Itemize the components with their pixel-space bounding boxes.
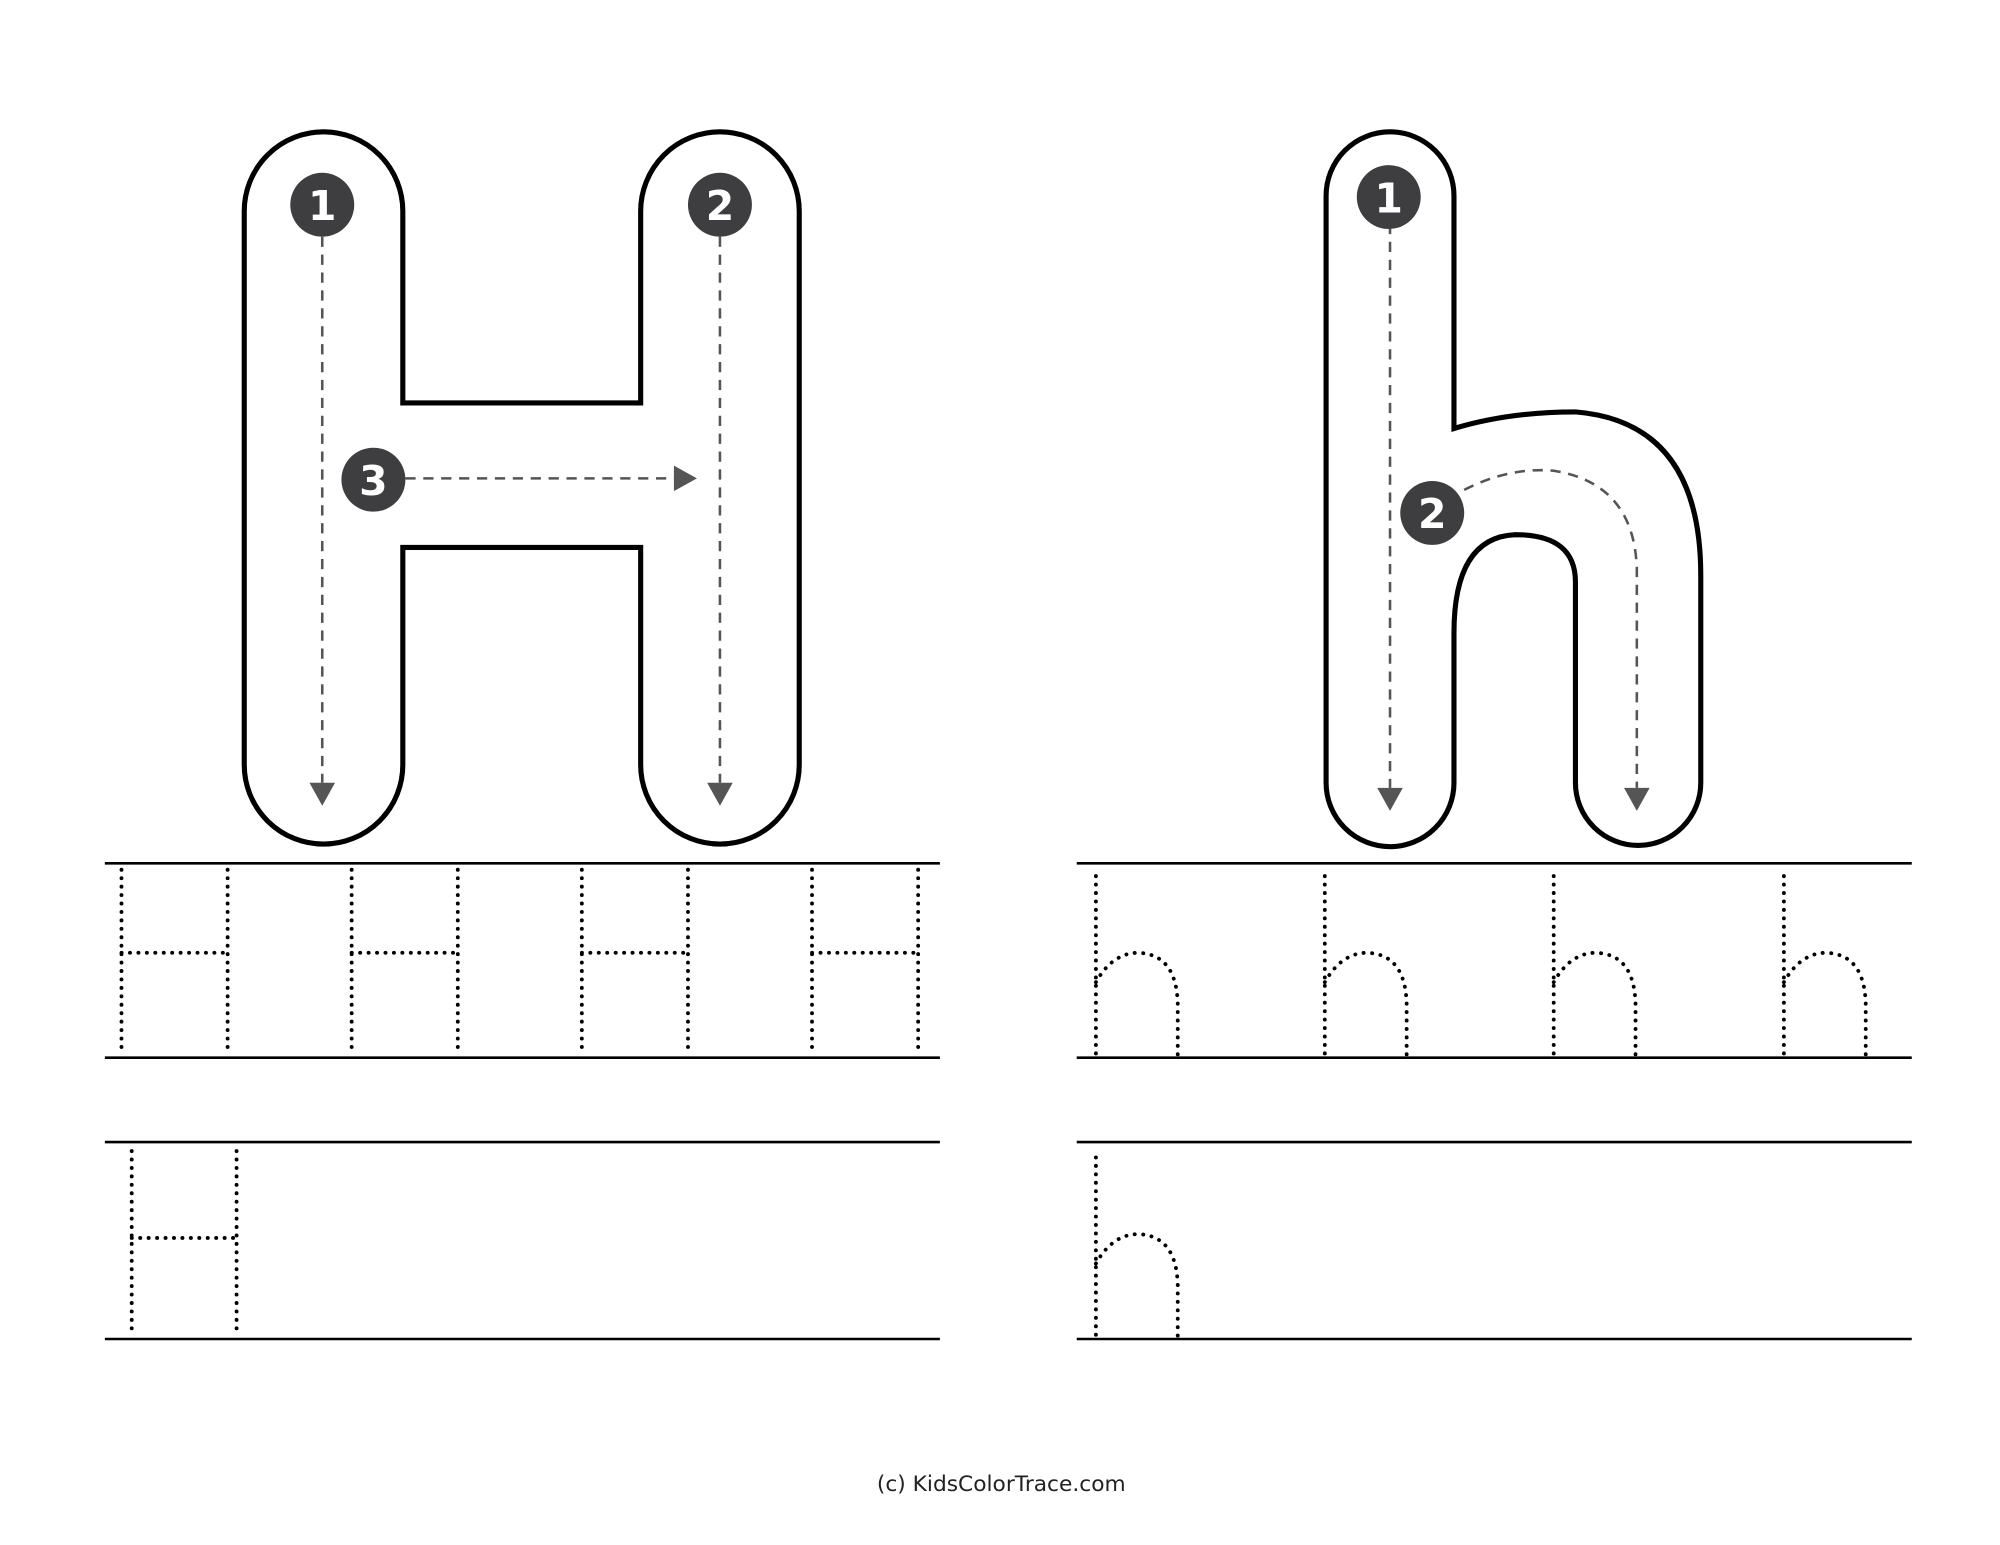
lowercase-h-guide: 1 2 — [1323, 129, 1704, 850]
writing-lines — [104, 862, 1912, 1341]
stroke-badge-3: 3 — [341, 447, 406, 512]
uppercase-h-guide: 1 2 3 — [241, 129, 802, 847]
footer-copyright: (c) KidsColorTrace.com — [877, 1472, 1126, 1497]
arrow-down-icon — [309, 782, 336, 806]
arrow-right-icon — [673, 465, 697, 492]
trace-row-uppercase[interactable] — [119, 867, 921, 1058]
practice-row-uppercase[interactable] — [129, 1149, 239, 1339]
stroke-badge-2: 2 — [687, 172, 752, 237]
trace-row-lowercase[interactable] — [1093, 874, 1868, 1058]
svg-text:2: 2 — [1418, 490, 1446, 538]
arrow-down-icon — [1377, 787, 1403, 811]
lowercase-h-outline — [1323, 129, 1704, 850]
arrow-down-icon — [707, 782, 733, 806]
stroke-badge-2: 2 — [1400, 480, 1465, 545]
practice-row-lowercase[interactable] — [1093, 1155, 1180, 1339]
svg-text:3: 3 — [359, 457, 387, 505]
svg-text:2: 2 — [706, 182, 734, 230]
stroke-badge-1: 1 — [290, 172, 355, 237]
svg-text:1: 1 — [308, 182, 336, 230]
uppercase-h-outline — [241, 129, 802, 847]
stroke-badge-1: 1 — [1356, 165, 1421, 230]
arrow-down-icon — [1624, 787, 1650, 811]
svg-text:1: 1 — [1375, 174, 1403, 222]
